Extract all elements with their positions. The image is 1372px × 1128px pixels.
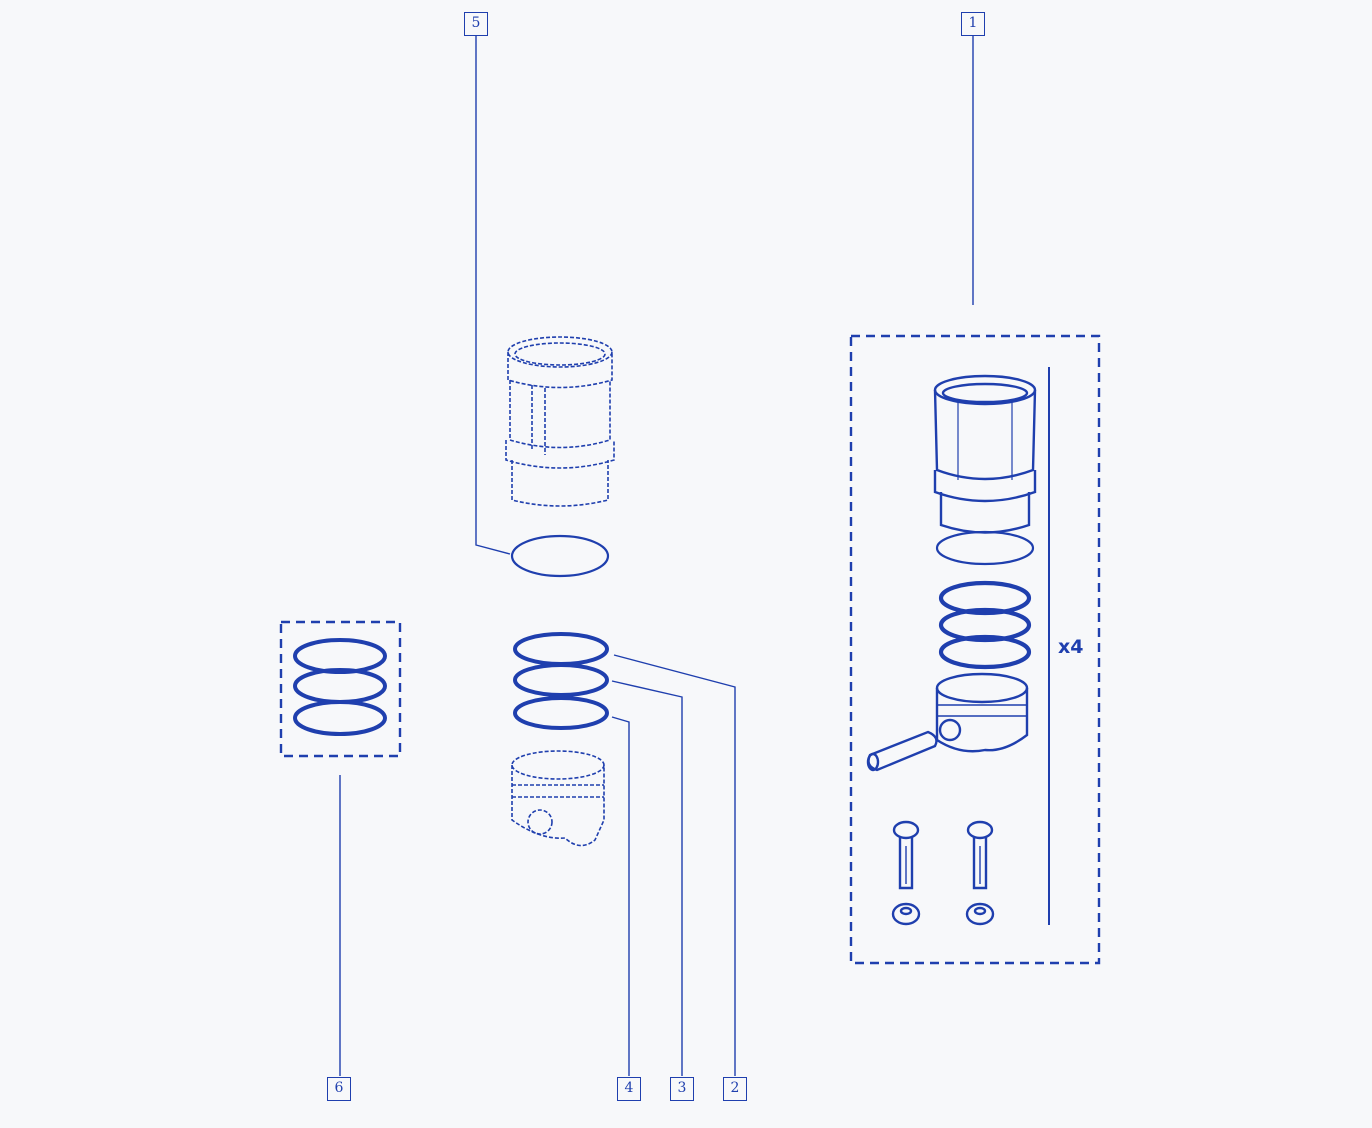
kit-1-cylinder-liner [933, 374, 1037, 534]
kit-1-connecting-rod-bolt-right [966, 820, 994, 890]
callout-5[interactable]: 5 [464, 12, 488, 36]
piston-outline [511, 750, 605, 847]
piston-ring-stack [513, 632, 609, 730]
callout-2[interactable]: 2 [723, 1077, 747, 1101]
kit-1-connecting-rod-bolt-left [892, 820, 920, 890]
kit-6-dashed-frame [279, 620, 402, 758]
liner-seal-ring [510, 534, 610, 578]
leader-line-4 [611, 716, 630, 1076]
kit-1-piston-pin [866, 730, 938, 772]
kit-1-nut-right [965, 902, 995, 926]
kit-1-dashed-frame [849, 334, 1101, 965]
callout-4[interactable]: 4 [617, 1077, 641, 1101]
leader-line-2 [613, 654, 736, 1076]
cylinder-liner-outline [505, 336, 615, 507]
leader-line-5 [475, 36, 511, 555]
leader-line-3 [611, 680, 683, 1076]
kit-1-nut-left [891, 902, 921, 926]
kit-quantity-label: x4 [1058, 636, 1084, 658]
callout-1[interactable]: 1 [961, 12, 985, 36]
kit-1-ring-set [938, 580, 1032, 670]
kit-1-piston [935, 672, 1029, 753]
callout-3[interactable]: 3 [670, 1077, 694, 1101]
callout-6[interactable]: 6 [327, 1077, 351, 1101]
kit-1-liner-seal-ring [935, 530, 1035, 566]
kit-6-ring-set [293, 638, 387, 736]
